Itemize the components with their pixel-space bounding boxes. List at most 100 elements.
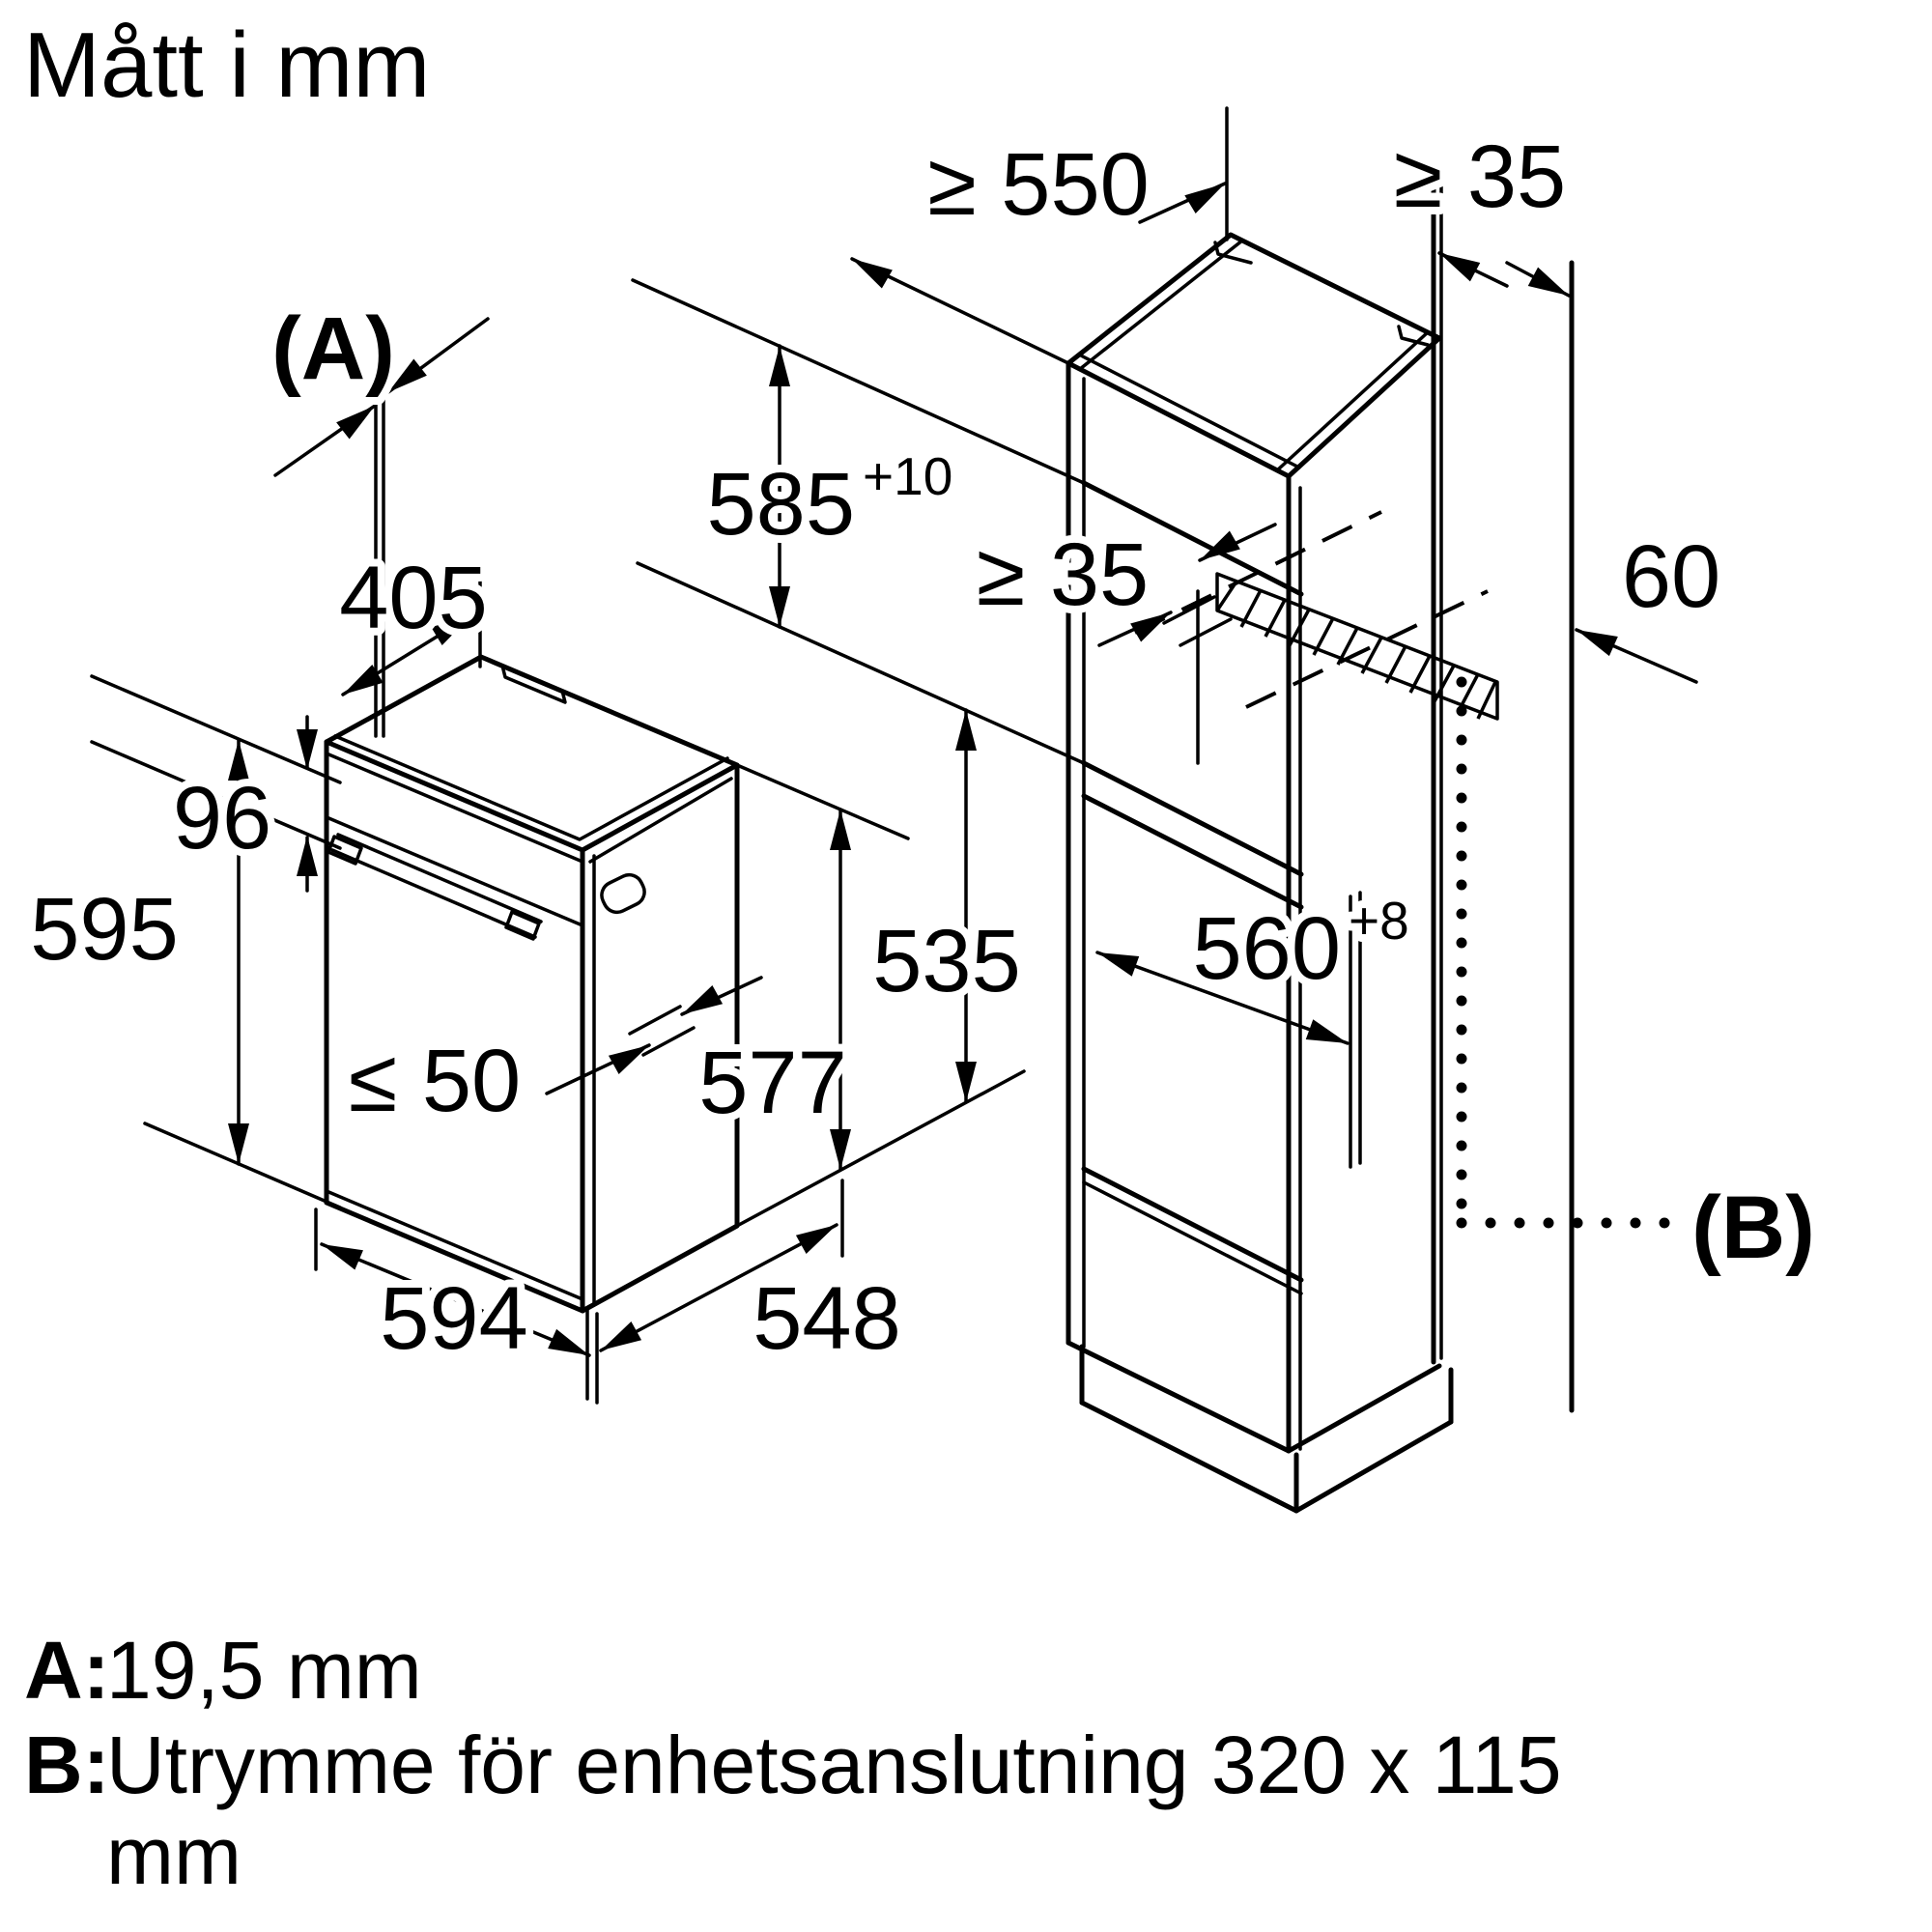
- label-594: 594: [380, 1269, 528, 1368]
- oven-front-face: [324, 739, 585, 1314]
- legend: A: 19,5 mm B: Utrymme för enhetsanslutni…: [16, 1617, 1570, 1909]
- label-550: ≥ 550: [927, 135, 1150, 234]
- ext-oven-side-top: [735, 763, 910, 840]
- dim-a-arrow-lower: [336, 406, 375, 440]
- cabinet-drawing: [1065, 179, 1689, 1514]
- legend-b-value-line2: mm: [106, 1810, 242, 1901]
- dim-577-arrow-bottom: [830, 1129, 851, 1170]
- label-60: 60: [1622, 527, 1720, 626]
- plinth-front-bottom: [1079, 1400, 1299, 1514]
- label-585: 585: [707, 455, 856, 554]
- dim-548-line: [599, 1223, 838, 1352]
- hatch-strokes: [1215, 581, 1497, 720]
- oven-top-face-inner-front: [333, 734, 729, 841]
- dim-535-arrow-top: [955, 710, 977, 751]
- dim-594-arrow-right: [548, 1328, 589, 1355]
- dim-595-arrow-top: [228, 740, 249, 781]
- legend-b-value-line1: Utrymme för enhetsanslutning 320 x 115: [106, 1719, 1562, 1810]
- oven-door-handle: [327, 833, 543, 941]
- oven-top-back-notch: [500, 664, 567, 704]
- dim-a-arrow-upper: [388, 358, 427, 392]
- oven-side-grip-hole: [600, 872, 646, 915]
- cabinet-bottom-side-edge: [1286, 1363, 1442, 1454]
- shelf-front-bottom-edge: [1081, 793, 1304, 910]
- dim-560-line: [1095, 951, 1350, 1045]
- cabinet-top-inner-left: [1078, 239, 1244, 371]
- label-50: ≤ 50: [349, 1032, 521, 1130]
- label-560: 560: [1193, 899, 1342, 998]
- label-548: 548: [753, 1269, 901, 1368]
- label-405: 405: [339, 549, 488, 647]
- cabinet-top-face: [1065, 232, 1442, 479]
- oven-top-face: [324, 654, 740, 853]
- dim-35mid-tick-1: [1162, 595, 1216, 625]
- page-title: Mått i mm: [23, 14, 430, 117]
- dim-585-arrow-top: [769, 346, 790, 386]
- cabinet-top-inner-right: [1275, 330, 1430, 472]
- dim-405-arrow-right: [431, 615, 471, 646]
- dim-594-line: [320, 1242, 591, 1357]
- label-96: 96: [173, 769, 271, 867]
- plinth-side-bottom: [1293, 1419, 1454, 1514]
- ext-oven-bottom-edge: [143, 1122, 342, 1209]
- dim-577-arrow-top: [830, 810, 851, 850]
- label-535: 535: [872, 912, 1021, 1010]
- ext-niche-top: [631, 278, 1086, 485]
- oven-door-bottom-line: [325, 1189, 584, 1301]
- dim-50-tick-2: [641, 1026, 696, 1057]
- ext-shelf-top: [636, 561, 1086, 765]
- legend-b-key: B:: [24, 1719, 110, 1810]
- ext-oven-panel-seam: [90, 740, 342, 850]
- dim-35top-arrow-left: [1439, 253, 1481, 282]
- dim-550-arrow-right: [1184, 184, 1225, 214]
- dim-50-arrow-right: [682, 985, 724, 1014]
- cabinet-top-inner-front: [1077, 353, 1301, 469]
- label-595: 595: [30, 880, 179, 979]
- cabinet-dimensions: [631, 106, 1698, 1045]
- handle-end-right: [504, 910, 541, 941]
- oven-control-panel-seam: [325, 815, 584, 927]
- dim-35mid-arrow-lower: [1130, 612, 1171, 642]
- label-560-tolerance: +8: [1349, 891, 1409, 951]
- label-35-mid: ≥ 35: [977, 526, 1149, 624]
- hidden-edge-lower: [1245, 589, 1489, 709]
- lower-panel-top-inner: [1082, 1180, 1303, 1295]
- legend-a-value: 19,5 mm: [106, 1625, 422, 1716]
- labels: Mått i mm (A) 405 96 595 ≤ 50 577 594 54…: [15, 6, 1823, 1909]
- label-577: 577: [698, 1034, 847, 1132]
- label-ref-b: (B): [1691, 1179, 1815, 1277]
- cabinet-plinth: [1079, 1344, 1454, 1514]
- dim-50-tick-1: [628, 1005, 682, 1036]
- dim-405-arrow-left: [343, 664, 384, 695]
- cabinet-bottom-front-edge: [1065, 1340, 1292, 1454]
- niche-top-edge: [1081, 480, 1304, 597]
- cabinet-top-notch-left: [1213, 241, 1253, 265]
- hidden-edge-upper: [1134, 510, 1382, 635]
- dim-585-arrow-bottom: [769, 586, 790, 627]
- ext-oven-top-edge: [90, 674, 342, 784]
- label-ref-a: (A): [271, 299, 395, 398]
- oven-dimensions: [90, 317, 1026, 1405]
- oven-side-face: [580, 762, 740, 1314]
- dim-35mid-tick-2: [1179, 617, 1233, 647]
- dim-50-arrow-left: [608, 1045, 649, 1074]
- dim-96-arrow-upper: [297, 729, 318, 770]
- dim-560-arrow-right: [1305, 1019, 1348, 1043]
- label-35-top: ≥ 35: [1394, 128, 1566, 226]
- dim-548-arrow-left: [601, 1321, 642, 1350]
- legend-a-key: A:: [24, 1625, 110, 1716]
- cabinet-top-notch-right: [1397, 325, 1430, 347]
- ext-oven-side-bottom: [735, 1069, 1026, 1228]
- dim-35mid-arrow-upper: [1200, 530, 1240, 560]
- dim-595-arrow-bottom: [228, 1123, 249, 1164]
- dim-550-arrow-left: [852, 259, 893, 289]
- handle-bar-bottom: [330, 848, 537, 939]
- dim-535-arrow-bottom: [955, 1062, 977, 1102]
- handle-bar-top: [336, 833, 543, 923]
- oven-drawing: [324, 654, 740, 1314]
- dim-35top-arrow-right: [1527, 267, 1569, 296]
- handle-end-left: [327, 835, 363, 866]
- oven-front-lip-line: [325, 752, 584, 864]
